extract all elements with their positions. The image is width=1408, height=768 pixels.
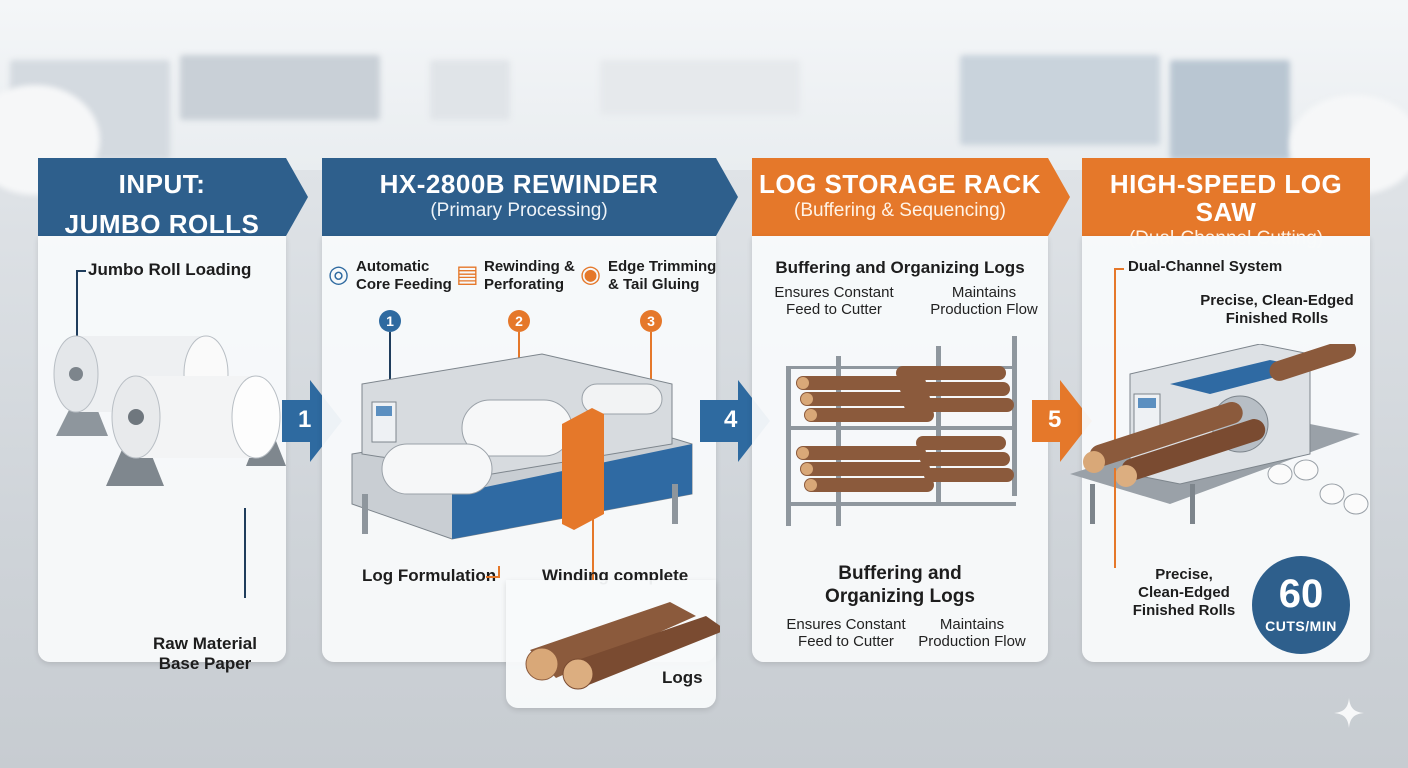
logs-output-tab: Logs — [506, 580, 720, 708]
stage-rewinder-header: HX-2800B REWINDER (Primary Processing) — [322, 158, 738, 236]
step-arrow-5: 5 — [1032, 380, 1092, 467]
stage-input-body: Jumbo Roll Loading Raw Material Base Pap… — [38, 236, 286, 673]
logs-label: Logs — [662, 668, 703, 687]
jumbo-rolls-illustration — [53, 335, 286, 486]
stage-storage-header: LOG STORAGE RACK (Buffering & Sequencing… — [752, 158, 1070, 236]
stage-input-title-line2: JUMBO ROLLS — [64, 209, 260, 239]
jumbo-roll-loading-label: Jumbo Roll Loading — [88, 260, 252, 279]
storage-heading: Buffering and Organizing Logs — [775, 258, 1025, 277]
stage-rewinder-subtitle: (Primary Processing) — [430, 200, 608, 221]
step-arrow-4-number: 4 — [724, 406, 738, 433]
perforated-roll-icon: ▤ — [456, 261, 479, 288]
log-formulation-label: Log Formulation — [362, 566, 497, 585]
rewinder-machine-illustration — [351, 353, 693, 540]
cut-rate-value: 60 — [1278, 572, 1324, 616]
raw-material-label: Raw Material Base Paper — [153, 634, 257, 673]
feature-badge-2: 2 — [508, 310, 530, 332]
stage-storage-body: Buffering and Organizing Logs Ensures Co… — [752, 236, 1048, 662]
cut-rate-unit: CUTS/MIN — [1265, 618, 1337, 634]
logs-illustration — [525, 602, 720, 690]
feature-badge-1: 1 — [379, 310, 401, 332]
finished-rolls-label-bottom: Precise, Clean-Edged Finished Rolls — [1132, 566, 1236, 619]
stage-storage-title: LOG STORAGE RACK — [759, 169, 1041, 199]
stage-saw-header: HIGH-SPEED LOG SAW (Dual-Channel Cutting… — [1082, 158, 1370, 249]
cut-rate-badge: 60 CUTS/MIN — [1252, 556, 1350, 654]
dual-channel-system-label: Dual-Channel System — [1128, 258, 1283, 275]
log-saw-illustration — [1070, 344, 1369, 524]
step-arrow-1-number: 1 — [298, 406, 312, 433]
core-roll-icon: ◎ — [328, 261, 349, 288]
feature-badge-3: 3 — [640, 310, 662, 332]
stage-input-title-line1: INPUT: — [118, 169, 206, 199]
stage-saw-body: Dual-Channel System Precise, Clean-Edged… — [1070, 236, 1370, 662]
glue-roll-icon: ◉ — [580, 261, 601, 288]
step-arrow-1: 1 — [282, 380, 342, 467]
step-arrow-5-number: 5 — [1048, 406, 1062, 433]
stage-rewinder-title: HX-2800B REWINDER — [379, 169, 659, 199]
sparkle-icon — [1334, 698, 1364, 728]
log-storage-rack-illustration — [786, 336, 1017, 526]
stage-saw-title: HIGH-SPEED LOG SAW — [1109, 169, 1343, 227]
stage-input-header: INPUT: JUMBO ROLLS — [38, 158, 308, 239]
stage-storage-subtitle: (Buffering & Sequencing) — [794, 200, 1006, 221]
